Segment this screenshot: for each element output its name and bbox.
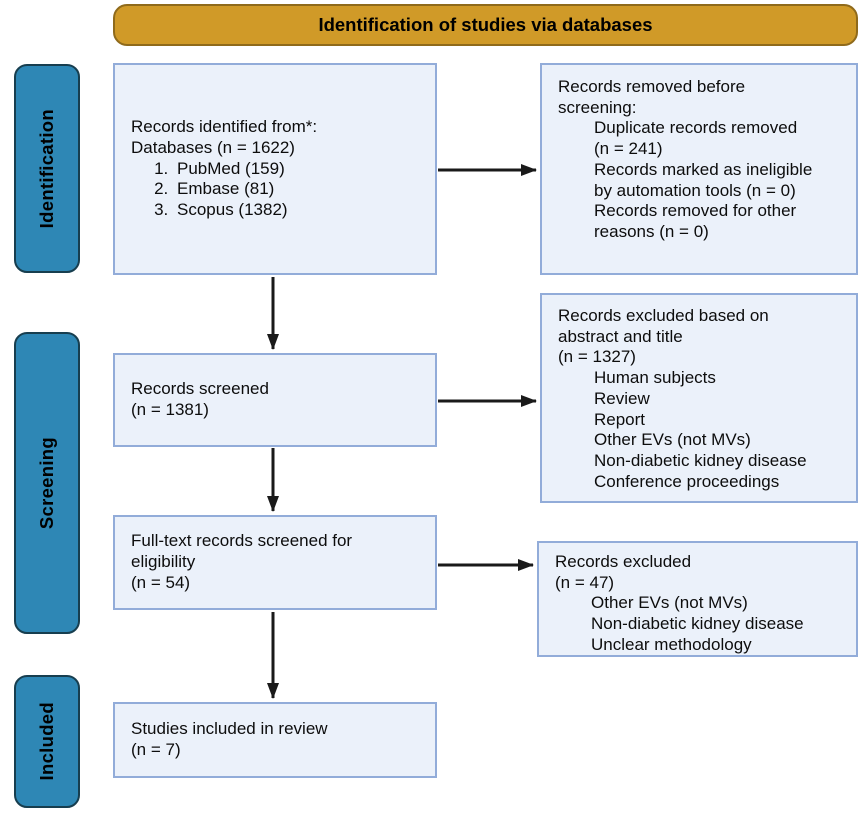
records-removed-item-line: reasons (n = 0) <box>594 222 709 242</box>
excluded-abstract-item: Non-diabetic kidney disease <box>594 451 807 471</box>
excluded-abstract-item: Report <box>594 409 646 429</box>
excluded-abstract-title-line: abstract and title <box>558 326 683 346</box>
studies-included-line: Studies included in review <box>131 719 328 739</box>
stage-label-identification-text: Identification <box>36 108 57 229</box>
diagram-title-banner: Identification of studies via databases <box>113 4 858 46</box>
excluded-fulltext-item: Other EVs (not MVs) <box>591 593 748 613</box>
fulltext-screened-line: eligibility <box>131 552 196 572</box>
box-records-excluded-abstract: Records excluded based on abstract and t… <box>540 293 858 503</box>
database-list: PubMed (159) Embase (81) Scopus (1382) <box>131 159 425 221</box>
database-list-item: PubMed (159) <box>173 159 425 180</box>
records-removed-item-line: by automation tools (n = 0) <box>594 180 796 200</box>
records-identified-line: Records identified from*: <box>131 117 318 137</box>
records-removed-item-line: Records removed for other <box>594 201 797 221</box>
excluded-abstract-item: Other EVs (not MVs) <box>594 430 751 450</box>
fulltext-screened-count: (n = 54) <box>131 572 191 592</box>
records-identified-line: Databases (n = 1622) <box>131 137 295 157</box>
excluded-abstract-item: Conference proceedings <box>594 471 780 491</box>
stage-label-screening: Screening <box>14 332 80 634</box>
stage-label-identification: Identification <box>14 64 80 273</box>
stage-label-included: Included <box>14 675 80 808</box>
box-records-removed: Records removed before screening: Duplic… <box>540 63 858 275</box>
excluded-fulltext-count: (n = 47) <box>555 572 615 592</box>
records-removed-title-line: Records removed before <box>558 77 746 96</box>
stage-label-included-text: Included <box>36 702 57 781</box>
excluded-abstract-item: Review <box>594 388 650 408</box>
studies-included-count: (n = 7) <box>131 740 181 759</box>
box-records-identified: Records identified from*: Databases (n =… <box>113 63 437 275</box>
excluded-abstract-title-line: Records excluded based on <box>558 306 769 325</box>
stage-label-screening-text: Screening <box>36 436 57 530</box>
records-removed-item-line: Duplicate records removed <box>594 118 798 138</box>
box-records-excluded-fulltext: Records excluded (n = 47) Other EVs (not… <box>537 541 858 657</box>
excluded-fulltext-item: Non-diabetic kidney disease <box>591 614 804 634</box>
records-screened-count: (n = 1381) <box>131 400 209 419</box>
diagram-title: Identification of studies via databases <box>318 14 653 35</box>
records-removed-item-line: (n = 241) <box>594 139 663 159</box>
excluded-abstract-count: (n = 1327) <box>558 347 636 367</box>
fulltext-screened-line: Full-text records screened for <box>131 531 353 551</box>
records-removed-item-line: Records marked as ineligible <box>594 159 813 179</box>
excluded-fulltext-title: Records excluded <box>555 552 692 571</box>
records-screened-line: Records screened <box>131 379 269 399</box>
database-list-item: Scopus (1382) <box>173 200 425 221</box>
box-records-screened: Records screened (n = 1381) <box>113 353 437 447</box>
excluded-abstract-item: Human subjects <box>594 368 716 388</box>
records-removed-title-line: screening: <box>558 97 637 117</box>
database-list-item: Embase (81) <box>173 179 425 200</box>
box-studies-included: Studies included in review (n = 7) <box>113 702 437 778</box>
excluded-fulltext-item: Unclear methodology <box>591 634 752 654</box>
box-fulltext-screened: Full-text records screened for eligibili… <box>113 515 437 610</box>
